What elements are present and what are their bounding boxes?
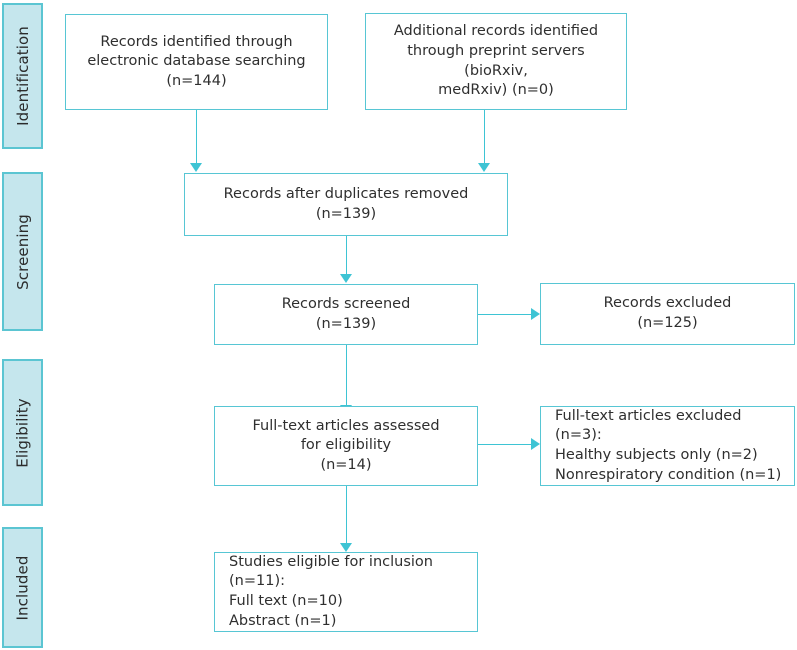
box-records-after-duplicates-removed-text: Records after duplicates removed (n=139) <box>223 185 469 222</box>
box-records-excluded-text: Records excluded (n=125) <box>603 295 732 331</box>
stage-label-included-text: Included <box>13 555 32 620</box>
box-records-identified-database: Records identified through electronic da… <box>65 14 328 110</box>
box-additional-records-preprint: Additional records identified through pr… <box>365 13 627 110</box>
arrow-fulltext-to-included <box>340 543 352 552</box>
box-studies-eligible-inclusion: Studies eligible for inclusion (n=11): F… <box>214 552 478 632</box>
connector-preprint-to-duplicates <box>484 110 485 163</box>
stage-label-identification: Identification <box>2 3 43 149</box>
box-records-excluded: Records excluded (n=125) <box>540 283 795 345</box>
box-studies-eligible-inclusion-text: Studies eligible for inclusion (n=11): F… <box>229 553 433 629</box>
stage-label-screening: Screening <box>2 172 43 331</box>
box-records-screened: Records screened (n=139) <box>214 284 478 345</box>
stage-label-eligibility: Eligibility <box>2 359 43 506</box>
stage-label-eligibility-text: Eligibility <box>13 397 32 468</box>
connector-fulltext-to-excluded <box>478 444 531 445</box>
box-full-text-excluded: Full-text articles excluded (n=3): Healt… <box>540 406 795 486</box>
stage-label-included: Included <box>2 527 43 648</box>
box-full-text-assessed: Full-text articles assessed for eligibil… <box>214 406 478 486</box>
arrow-screened-to-excluded <box>531 308 540 320</box>
connector-duplicates-to-screened <box>346 236 347 274</box>
box-additional-records-preprint-text: Additional records identified through pr… <box>393 23 599 99</box>
box-records-identified-database-text: Records identified through electronic da… <box>87 33 306 89</box>
connector-screened-to-fulltext <box>346 345 347 405</box>
connector-identified-to-duplicates <box>196 110 197 163</box>
arrow-duplicates-to-screened <box>340 274 352 283</box>
stage-label-identification-text: Identification <box>13 26 32 126</box>
arrow-identified-to-duplicates <box>190 163 202 172</box>
arrow-preprint-to-duplicates <box>478 163 490 172</box>
box-records-after-duplicates-removed: Records after duplicates removed (n=139) <box>184 173 508 236</box>
box-full-text-excluded-text: Full-text articles excluded (n=3): Healt… <box>555 407 782 483</box>
stage-label-screening-text: Screening <box>13 213 32 290</box>
connector-screened-to-excluded <box>478 314 531 315</box>
connector-fulltext-to-included <box>346 486 347 543</box>
box-full-text-assessed-text: Full-text articles assessed for eligibil… <box>252 417 440 473</box>
box-records-screened-text: Records screened (n=139) <box>281 295 411 332</box>
arrow-fulltext-to-excluded <box>531 438 540 450</box>
